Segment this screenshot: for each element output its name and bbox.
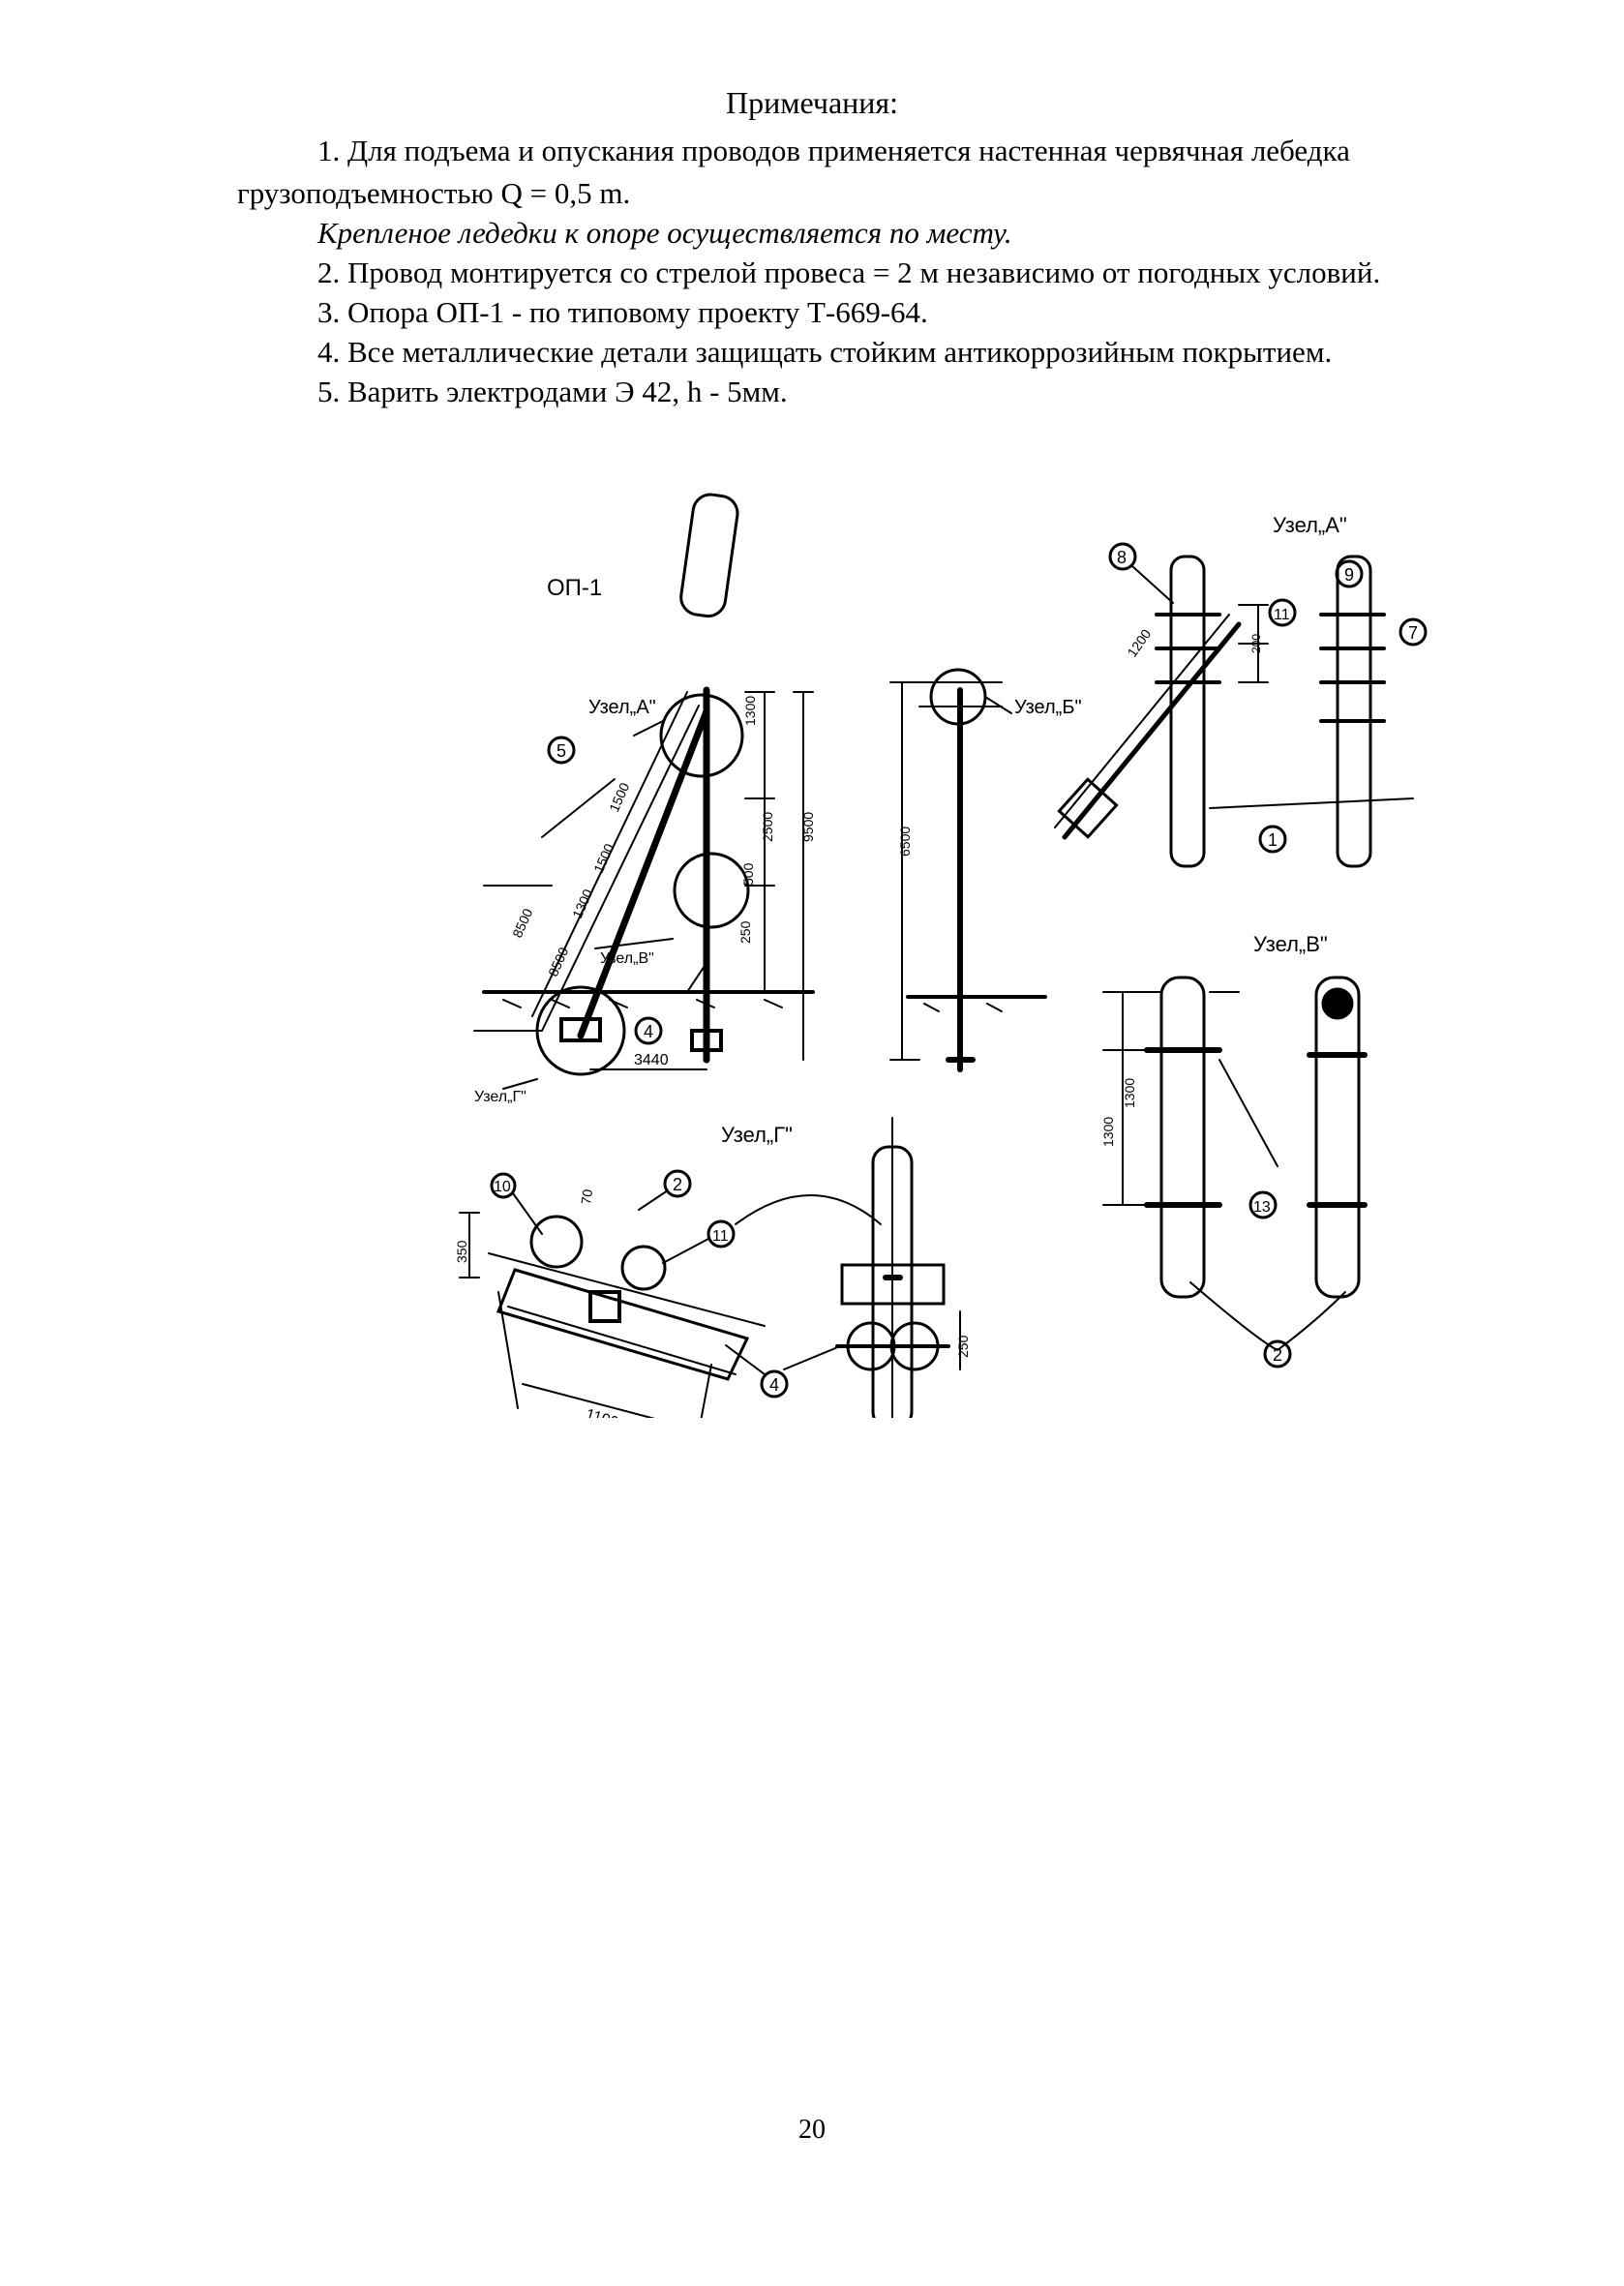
- dim-1300-c: 1300: [569, 887, 595, 920]
- label-node-v-left: Узел„В": [600, 950, 654, 967]
- label-node-g-left: Узел„Г": [474, 1089, 526, 1105]
- note-line-4: 4. Все металлические детали защищать сто…: [317, 335, 1333, 369]
- callout-8: 8: [1117, 548, 1127, 567]
- support-drawing: ОП-1 Узел„А" Узел„А" Узел„Б" Узел„В" Узе…: [454, 493, 1428, 1418]
- note-line-winch-mount: Крепленое ледедки к опоре осуществляется…: [317, 216, 1012, 250]
- dim-1300-d: 1300: [1122, 1078, 1137, 1108]
- callout-2-v: 2: [1273, 1345, 1282, 1365]
- dim-200: 200: [1249, 634, 1263, 653]
- dim-1100: 1100: [584, 1406, 620, 1418]
- dim-70: 70: [578, 1188, 595, 1206]
- note-line-1: 1. Для подъема и опускания проводов прим…: [317, 134, 1350, 167]
- dim-9500: 9500: [800, 812, 816, 842]
- label-op1: ОП-1: [547, 575, 602, 601]
- callout-11-g: 11: [712, 1228, 729, 1245]
- dim-1300-b: 1300: [742, 696, 758, 726]
- callout-5: 5: [556, 741, 566, 761]
- label-node-b: Узел„Б": [1014, 697, 1082, 718]
- node-a-detail: [1054, 542, 1414, 868]
- note-line-1-cont: грузоподъемностью Q = 0,5 m.: [237, 176, 631, 210]
- callout-1: 1: [1268, 830, 1278, 850]
- op1-side-view: [889, 668, 1047, 1072]
- callout-2: 2: [673, 1175, 682, 1194]
- dim-250-b: 250: [955, 1335, 971, 1358]
- page-number: 20: [798, 2115, 826, 2145]
- callout-10: 10: [494, 1179, 511, 1195]
- node-g-section: [725, 1117, 961, 1418]
- label-node-g-bottom: Узел„Г": [721, 1123, 793, 1147]
- dim-8500-b: 8500: [545, 945, 571, 978]
- callout-13: 13: [1253, 1199, 1271, 1216]
- dim-1200: 1200: [1124, 626, 1154, 660]
- dim-500: 500: [740, 862, 756, 886]
- dim-6500: 6500: [897, 827, 913, 857]
- dim-8500-a: 8500: [509, 906, 535, 940]
- dim-1500-b: 1500: [590, 841, 617, 875]
- callout-7: 7: [1408, 623, 1418, 643]
- dim-250: 250: [737, 920, 753, 944]
- dim-1500: 1500: [606, 780, 632, 814]
- note-line-2: 2. Провод монтируется со стрелой провеса…: [317, 256, 1381, 289]
- dim-1300-a: 1300: [1100, 1117, 1116, 1147]
- dim-2500: 2500: [760, 812, 775, 842]
- callout-11: 11: [1274, 607, 1290, 623]
- notes-title: Примечания:: [725, 85, 899, 120]
- label-node-v-top: Узел„В": [1253, 932, 1328, 956]
- callout-4-g: 4: [769, 1375, 779, 1395]
- dim-3440: 3440: [634, 1052, 669, 1068]
- label-node-a-left: Узел„А": [588, 697, 656, 718]
- node-g-detail: [459, 493, 766, 1418]
- label-node-a-top: Узел„А": [1273, 513, 1347, 537]
- callout-9: 9: [1344, 565, 1354, 585]
- note-line-5: 5. Варить электродами Э 42, h - 5мм.: [317, 375, 788, 408]
- note-line-3: 3. Опора ОП-1 - по типовому проекту Т-66…: [317, 295, 928, 329]
- node-v-detail: [1102, 976, 1368, 1352]
- dim-350: 350: [454, 1240, 469, 1263]
- callout-4: 4: [644, 1022, 653, 1041]
- op1-main-view: [473, 686, 815, 1090]
